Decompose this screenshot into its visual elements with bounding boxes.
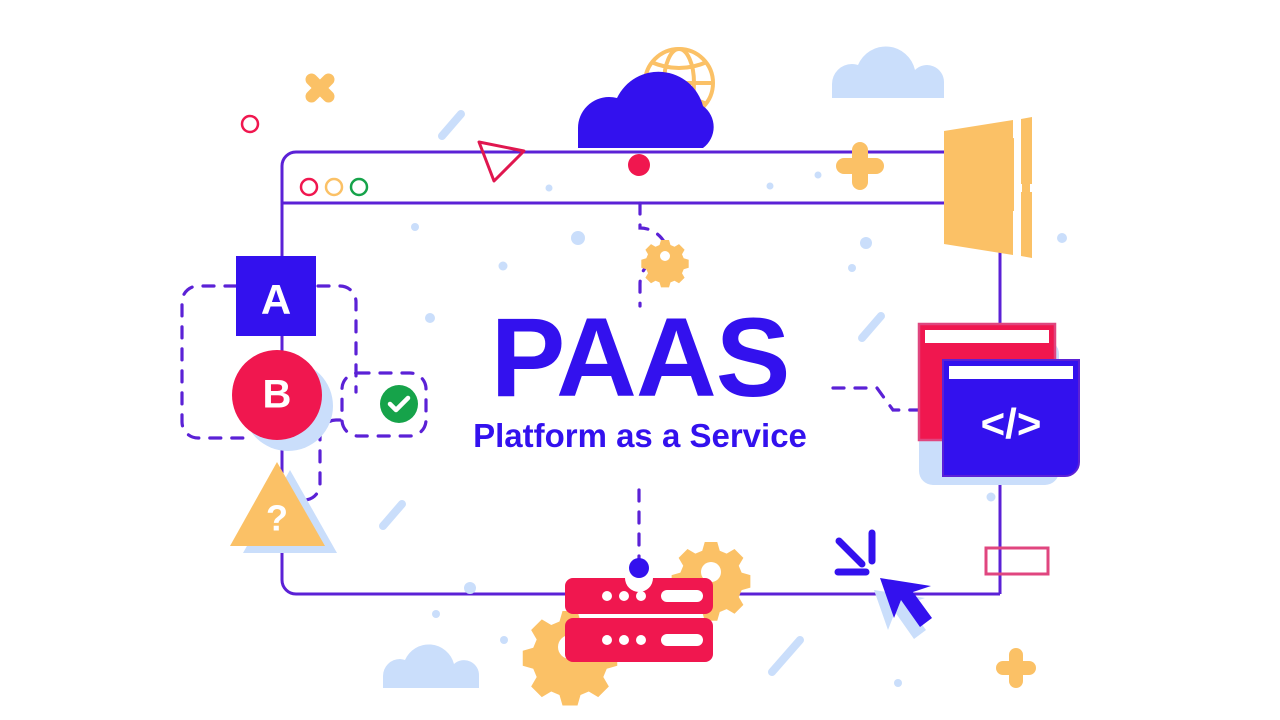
decor-dot — [986, 492, 996, 502]
decor-dot — [894, 679, 902, 687]
dashed-path-check-box — [340, 371, 428, 438]
decor-dot — [814, 171, 822, 179]
decor-dot — [500, 636, 508, 644]
slash-decor-icon-left — [379, 500, 406, 530]
decor-dot — [545, 184, 553, 192]
decor-dot — [860, 237, 872, 249]
square-a[interactable] — [236, 256, 316, 336]
server-rack-icon-bottom[interactable] — [565, 618, 713, 662]
gear-icon-small — [641, 240, 689, 288]
check-icon — [387, 395, 411, 413]
cloud-decor-icon-bottom-left — [383, 644, 480, 688]
server-anchor-dot — [629, 558, 649, 578]
slash-decor-icon-bottom — [768, 636, 804, 676]
server-rack-icon-top[interactable] — [565, 578, 713, 614]
slash-decor-icon-right — [858, 312, 885, 342]
rectangle-outline-icon — [984, 546, 1050, 576]
code-window-front[interactable] — [942, 359, 1080, 477]
decor-dot — [464, 582, 476, 594]
triangle-q[interactable] — [230, 462, 325, 546]
square-a-label: A — [261, 276, 291, 323]
close-dot — [299, 177, 319, 197]
circle-b[interactable] — [232, 350, 322, 440]
slash-decor-icon-top — [438, 110, 465, 140]
decor-dots — [411, 171, 1067, 687]
cloud-anchor-dot — [628, 154, 650, 176]
decor-dot — [432, 610, 440, 618]
dashed-path-left-loop — [180, 284, 246, 440]
decor-dot — [411, 223, 419, 231]
x-cross-icon — [305, 73, 335, 103]
decor-dot — [571, 231, 585, 245]
decor-dot — [848, 264, 856, 272]
code-window-label: </> — [981, 400, 1042, 447]
maximize-dot — [349, 177, 369, 197]
decor-dot — [1057, 233, 1067, 243]
triangle-outline-icon — [477, 140, 526, 183]
click-spark-icon — [834, 529, 876, 576]
mouse-cursor-icon[interactable] — [834, 529, 932, 639]
cloud-icon — [578, 71, 714, 148]
decor-dot — [766, 182, 774, 190]
decor-dot — [425, 313, 435, 323]
circle-outline-icon — [240, 114, 260, 134]
plus-icon-bottom — [996, 648, 1036, 688]
decor-dot — [498, 261, 508, 271]
triangle-q-label: ? — [266, 498, 288, 539]
dashed-path-to-code — [831, 386, 927, 412]
browser-traffic-lights — [299, 177, 369, 197]
windows-logo-icon — [944, 117, 1032, 258]
cloud-decor-icon-top-right — [832, 46, 944, 98]
plus-icon-top — [836, 142, 884, 190]
circle-b-label: B — [263, 373, 292, 417]
dashed-path-a-to-check — [316, 284, 358, 394]
minimize-dot — [324, 177, 344, 197]
